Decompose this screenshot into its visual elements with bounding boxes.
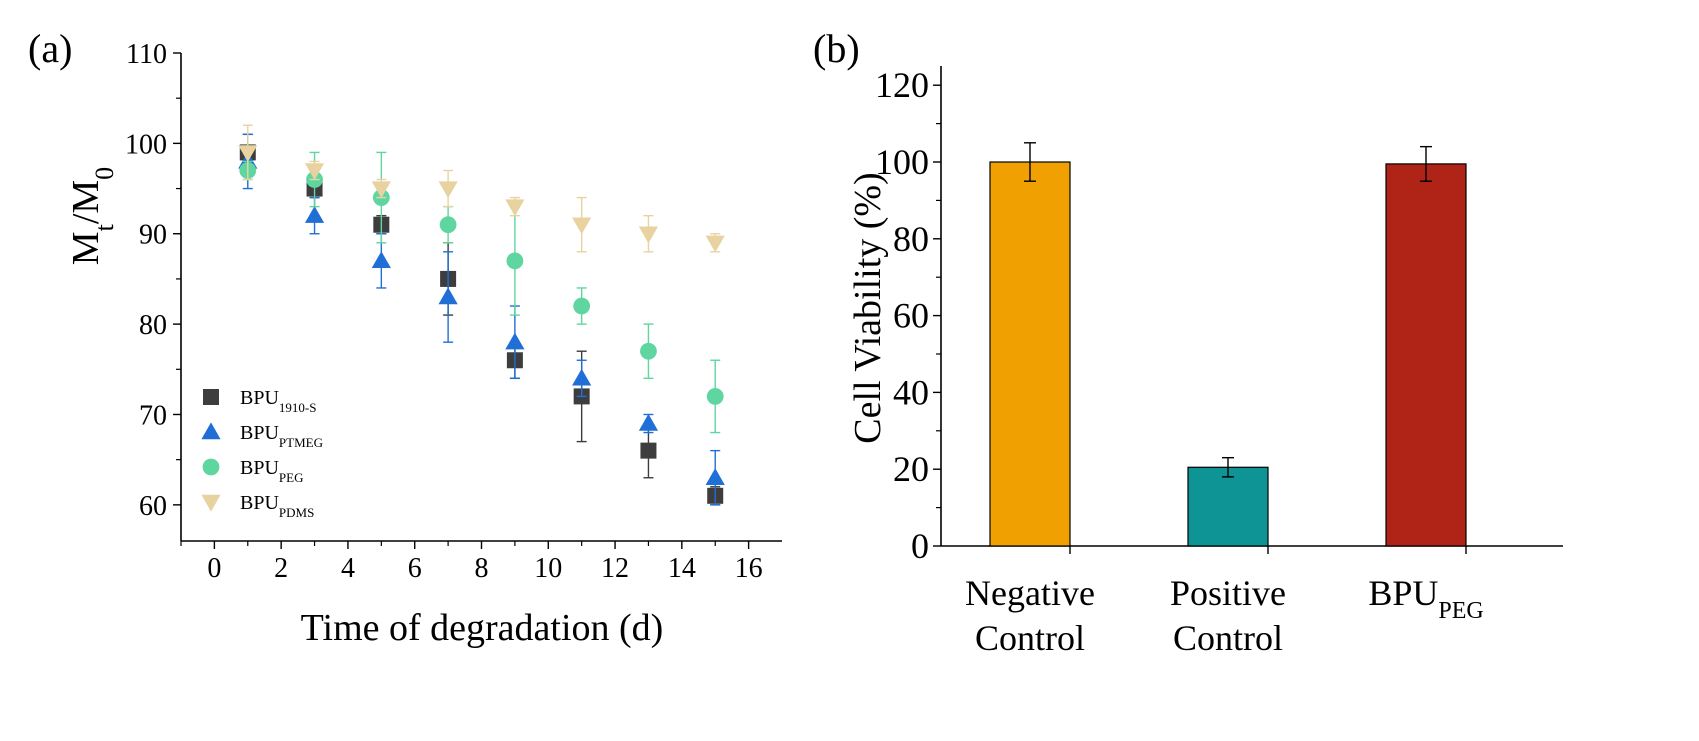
x-tick-label: 16 — [735, 553, 763, 584]
data-point — [638, 413, 659, 431]
legend-marker — [203, 389, 219, 405]
data-point — [238, 145, 258, 163]
x-tick-label: 4 — [341, 553, 355, 584]
y-tick-label: 80 — [139, 310, 167, 341]
y-tick-label: 60 — [893, 296, 929, 336]
data-point — [572, 368, 592, 386]
data-point — [573, 297, 591, 315]
series-pdms — [238, 124, 725, 253]
legend-marker — [201, 494, 221, 512]
series-ptmeg — [238, 133, 725, 506]
data-point — [705, 235, 725, 253]
data-point — [438, 287, 458, 305]
category-label: Control — [975, 618, 1085, 658]
panel-b-y-axis-title: Cell Viability (%) — [847, 172, 889, 443]
panel-a-x-axis-title: Time of degradation (d) — [301, 607, 664, 649]
y-tick-label: 100 — [875, 142, 929, 182]
data-point — [371, 181, 391, 199]
bar — [989, 161, 1071, 547]
data-point — [304, 206, 325, 223]
y-tick-label: 20 — [893, 449, 929, 489]
x-tick-label: 10 — [534, 553, 562, 584]
category-label: BPUPEG — [1368, 573, 1483, 624]
legend-marker — [201, 422, 221, 440]
data-point — [505, 199, 525, 217]
panel-a-ticks: 0 2 4 6 8 10 12 14 16 60 70 80 90 100 110 — [125, 39, 763, 584]
data-point — [706, 388, 724, 405]
y-tick-label: 0 — [911, 526, 929, 566]
panel-b: (b) 0 20 40 60 80 100 120 Cell Viability (%) N… — [813, 26, 1563, 658]
panel-a-legend: BPU1910-S BPUPTMEG BPUPEG BPUPDMS — [201, 387, 323, 520]
data-point — [638, 226, 659, 244]
data-point — [438, 181, 458, 199]
panel-a-label: (a) — [28, 26, 72, 71]
y-tick-label: 120 — [875, 65, 929, 105]
x-tick-label: 6 — [408, 553, 422, 584]
y-tick-label: 80 — [893, 219, 929, 259]
data-point — [506, 252, 524, 270]
data-point — [439, 216, 457, 234]
panel-a-y-axis-title: Mt/M0 — [65, 167, 119, 265]
legend-entry-label: BPUPTMEG — [240, 422, 323, 450]
category-label: Control — [1173, 618, 1283, 658]
y-tick-label: 100 — [125, 129, 167, 160]
x-tick-label: 0 — [207, 553, 221, 584]
legend-entry-label: BPUPDMS — [240, 492, 314, 520]
panel-b-label: (b) — [813, 26, 860, 71]
panel-b-bars — [989, 142, 1467, 547]
category-label: Negative — [965, 573, 1095, 613]
data-point — [572, 217, 592, 235]
x-tick-label: 2 — [274, 553, 288, 584]
y-tick-label: 40 — [893, 372, 929, 412]
legend-marker — [202, 458, 220, 476]
legend-entry-label: BPU1910-S — [240, 387, 316, 415]
y-tick-label: 60 — [139, 491, 167, 522]
x-tick-label: 12 — [601, 553, 629, 584]
data-point — [640, 442, 657, 459]
y-tick-label: 110 — [126, 39, 167, 70]
series-peg — [239, 151, 724, 434]
data-point — [705, 468, 725, 485]
panel-a: (a) 0 2 4 6 8 10 12 14 16 60 70 80 90 100 110 Time of … — [28, 26, 782, 649]
x-tick-label: 14 — [668, 553, 696, 584]
data-point — [505, 332, 525, 350]
category-label: Positive — [1170, 573, 1286, 613]
data-point — [640, 342, 657, 360]
bar — [1385, 163, 1467, 547]
panel-b-ticks: 0 20 40 60 80 100 120 — [875, 65, 1467, 566]
y-tick-label: 70 — [139, 400, 167, 431]
y-tick-label: 90 — [139, 220, 167, 251]
data-point — [304, 163, 325, 181]
data-point — [371, 251, 391, 269]
x-tick-label: 8 — [475, 553, 489, 584]
legend-entry-label: BPUPEG — [240, 457, 303, 485]
panel-a-data-series — [238, 124, 725, 506]
bar — [1187, 466, 1269, 547]
